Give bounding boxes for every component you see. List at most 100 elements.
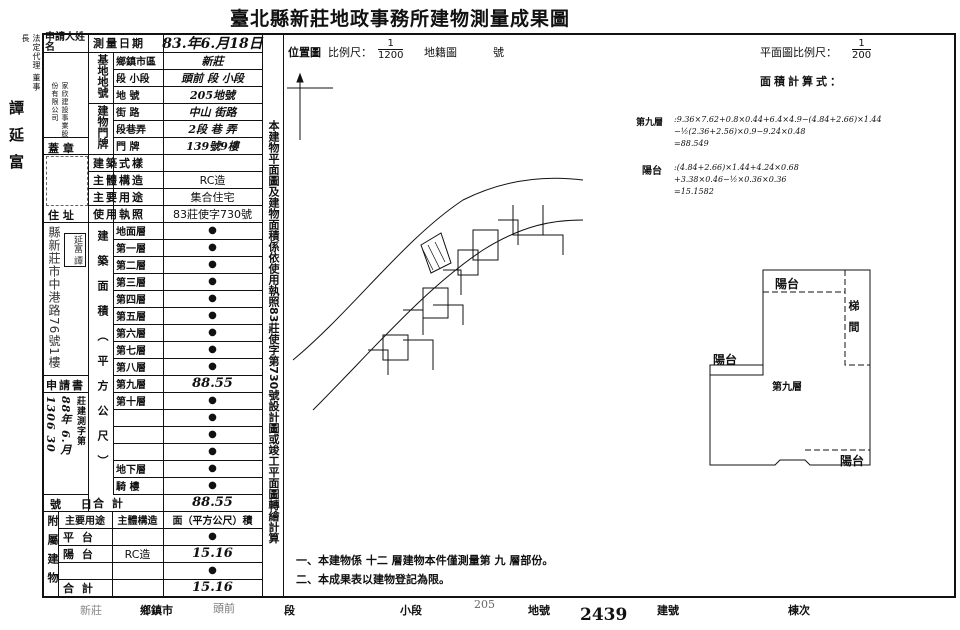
door-row-label: 門 牌 xyxy=(116,142,140,153)
cadastral-no-label: 號 xyxy=(493,46,504,59)
total-area: 88.55 xyxy=(192,495,233,510)
door-row-label: 街 路 xyxy=(116,108,140,119)
footer-lot: 205 xyxy=(474,598,495,611)
floor-label: 第九層 xyxy=(116,380,146,391)
building-row-value: RC造 xyxy=(199,173,226,187)
floor-area: ● xyxy=(208,446,217,457)
row-divider xyxy=(113,120,262,121)
building-row-label: 建築式樣 xyxy=(93,156,145,170)
floor-area: ● xyxy=(208,259,217,270)
annex-header-use: 主要用途 xyxy=(65,516,105,527)
annex-area: 15.16 xyxy=(192,546,233,561)
building-row-value: 集合住宅 xyxy=(190,190,235,204)
floor-label: 第一層 xyxy=(116,244,146,255)
calc-balcony: :(4.84+2.66)×1.44+4.24×0.68+3.38×0.46−½×… xyxy=(674,162,799,198)
floor-label: 騎 樓 xyxy=(116,482,140,493)
floor-label: 地面層 xyxy=(116,227,146,238)
door-row-value: 139號9樓 xyxy=(186,139,239,153)
footer-unit-label: 棟次 xyxy=(788,604,810,617)
land-row-value: 頭前 段 小段 xyxy=(181,71,244,85)
table-divider xyxy=(163,33,164,596)
calc-line: −½(2.36+2.56)×0.9−9.24×0.48 xyxy=(674,127,806,136)
row-divider xyxy=(42,154,88,155)
row-divider xyxy=(88,222,262,223)
row-divider xyxy=(58,562,262,563)
seal-label: 蓋 章 xyxy=(48,142,74,155)
table-divider xyxy=(88,33,89,511)
row-divider xyxy=(42,511,262,512)
row-divider xyxy=(113,256,262,257)
calc-label-ninth: 第九層 xyxy=(636,118,664,128)
main-frame xyxy=(42,33,956,598)
representative-role: 法定代理 董事長 xyxy=(21,34,41,92)
stair-outline xyxy=(844,270,870,366)
door-row-label: 段巷弄 xyxy=(116,125,146,136)
land-row-value: 205地號 xyxy=(190,88,235,102)
cadastral-map-label: 地籍圖 xyxy=(424,46,457,59)
calc-line: :(4.84+2.66)×1.44+4.24×0.68 xyxy=(674,163,799,172)
row-divider xyxy=(88,103,262,104)
row-divider xyxy=(113,290,262,291)
subject-hatch xyxy=(422,241,446,271)
representative-name: 譚延富 xyxy=(7,100,25,181)
balcony-outline xyxy=(710,345,764,376)
row-divider xyxy=(88,188,262,189)
balcony-label-left: 陽台 xyxy=(713,353,738,367)
floor-label: 第六層 xyxy=(116,329,146,340)
stair-label: 梯間 xyxy=(847,300,860,342)
footer-building-label: 建號 xyxy=(657,604,679,617)
building-row-label: 主體構造 xyxy=(93,173,145,187)
floor-area: ● xyxy=(208,276,217,287)
floor-plan xyxy=(709,269,871,466)
calc-line: =15.1582 xyxy=(674,187,714,196)
row-divider xyxy=(42,494,88,495)
annex-group-label: 附屬建物 xyxy=(46,515,59,591)
row-divider xyxy=(113,137,262,138)
row-divider xyxy=(113,86,262,87)
row-divider xyxy=(113,375,262,376)
floor-area: 88.55 xyxy=(192,376,233,391)
floor-label: 第九層 xyxy=(772,382,802,393)
row-divider xyxy=(113,443,262,444)
road-edge xyxy=(292,177,584,361)
company-seal xyxy=(46,156,88,206)
applicant-header: 申請人姓名 xyxy=(45,32,85,53)
floor-outline xyxy=(709,269,871,466)
row-divider xyxy=(113,239,262,240)
row-divider xyxy=(113,477,262,478)
annex-use: 平 台 xyxy=(63,530,95,544)
floor-area: ● xyxy=(208,293,217,304)
floor-label: 第二層 xyxy=(116,261,146,272)
table-divider xyxy=(283,33,284,598)
row-divider xyxy=(113,341,262,342)
area-calc-label: 面積計算式： xyxy=(760,75,844,88)
location-map xyxy=(287,72,584,411)
scale-numerator: 1 xyxy=(378,38,404,50)
row-divider xyxy=(58,545,262,546)
plan-scale-label: 平面圖比例尺： xyxy=(760,46,837,59)
row-divider xyxy=(88,171,262,172)
calc-ninth: :9.36×7.62+0.8×0.44+6.4×4.9−(4.84+2.66)×… xyxy=(674,114,882,150)
annex-area: 15.16 xyxy=(192,580,233,595)
annex-structure xyxy=(112,579,163,596)
floor-area: ● xyxy=(208,412,217,423)
applicant-address: 縣新莊市中港路76號1樓 xyxy=(47,226,61,369)
row-divider xyxy=(58,528,262,529)
row-divider xyxy=(113,426,262,427)
annex-header-structure: 主體構造 xyxy=(117,516,158,527)
door-row-value: 2段 巷 弄 xyxy=(188,122,237,136)
floor-area: ● xyxy=(208,429,217,440)
building-outlines xyxy=(368,205,564,375)
subject-building xyxy=(420,232,452,274)
floor-area: ● xyxy=(208,480,217,491)
annex-use xyxy=(59,562,112,579)
floor-area: ● xyxy=(208,225,217,236)
application-ref-label: 莊建測字第 xyxy=(75,396,85,446)
application-ref-value: 88年 6.月 1306 30 xyxy=(44,396,72,456)
floor-area: ● xyxy=(208,395,217,406)
footer-building-no: 2439 xyxy=(580,605,628,625)
footer-town: 新莊 xyxy=(80,604,102,617)
annex-use: 合 計 xyxy=(63,581,95,595)
